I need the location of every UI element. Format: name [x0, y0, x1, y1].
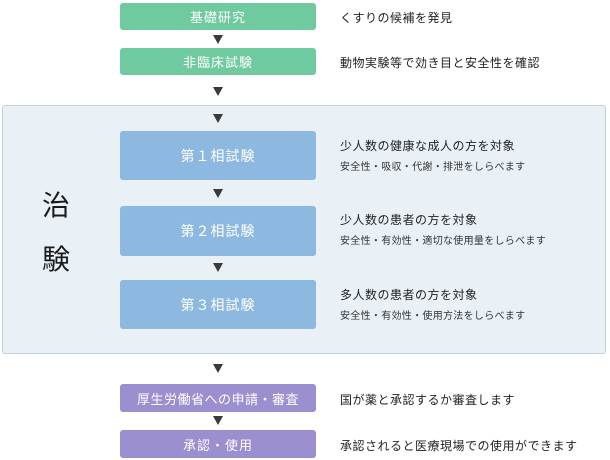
step-phase-3-label: 第３相試験 [180, 297, 256, 314]
desc-nonclinical: 動物実験等で効き目と安全性を確認 [340, 54, 540, 71]
desc-application-text: 国が薬と承認するか審査します [340, 393, 516, 407]
desc-phase-1: 少人数の健康な成人の方を対象 安全性・吸収・代謝・排泄をしらべます [340, 137, 525, 173]
step-approval-label: 承認・使用 [182, 438, 253, 454]
step-phase-3: 第３相試験 [120, 280, 316, 329]
desc-approval-text: 承認されると医療現場での使用ができます [340, 439, 578, 453]
step-basic-research: 基礎研究 [120, 3, 316, 30]
arrow-down-icon [213, 35, 223, 44]
desc-nonclinical-text: 動物実験等で効き目と安全性を確認 [340, 56, 541, 70]
step-phase-1: 第１相試験 [120, 131, 316, 180]
trial-label-char-2: 験 [41, 243, 70, 276]
step-phase-1-label: 第１相試験 [180, 148, 256, 165]
arrow-down-icon [213, 263, 223, 272]
desc-approval: 承認されると医療現場での使用ができます [340, 437, 578, 454]
desc-phase-3-text: 多人数の患者の方を対象 [340, 288, 478, 302]
desc-basic-research: くすりの候補を発見 [340, 9, 453, 26]
step-phase-2-label: 第２相試験 [180, 224, 256, 240]
step-phase-2: 第２相試験 [120, 206, 316, 256]
trial-label-char-1: 治 [41, 189, 70, 222]
desc-phase-1-text: 少人数の健康な成人の方を対象 [340, 139, 516, 153]
desc-phase-1-sub: 安全性・吸収・代謝・排泄をしらべます [340, 162, 526, 173]
desc-application: 国が薬と承認するか審査します [340, 391, 515, 408]
step-application: 厚生労働省への申請・審査 [120, 384, 316, 412]
arrow-down-icon [213, 87, 223, 96]
desc-phase-2: 少人数の患者の方を対象 安全性・有効性・適切な使用量をしらべます [340, 211, 546, 247]
desc-basic-research-text: くすりの候補を発見 [340, 11, 453, 25]
step-basic-research-label: 基礎研究 [189, 11, 246, 26]
desc-phase-3-sub: 安全性・有効性・使用方法をしらべます [340, 311, 526, 322]
desc-phase-3: 多人数の患者の方を対象 安全性・有効性・使用方法をしらべます [340, 286, 525, 322]
step-approval: 承認・使用 [120, 430, 316, 458]
step-nonclinical-label: 非臨床試験 [182, 56, 253, 71]
step-application-label: 厚生労働省への申請・審査 [136, 392, 299, 408]
arrow-down-icon [213, 114, 223, 123]
arrow-down-icon [213, 364, 223, 373]
arrow-down-icon [213, 189, 223, 198]
arrow-down-icon [213, 416, 223, 425]
step-nonclinical: 非臨床試験 [120, 48, 316, 75]
desc-phase-2-sub: 安全性・有効性・適切な使用量をしらべます [340, 236, 546, 247]
desc-phase-2-text: 少人数の患者の方を対象 [340, 213, 478, 227]
